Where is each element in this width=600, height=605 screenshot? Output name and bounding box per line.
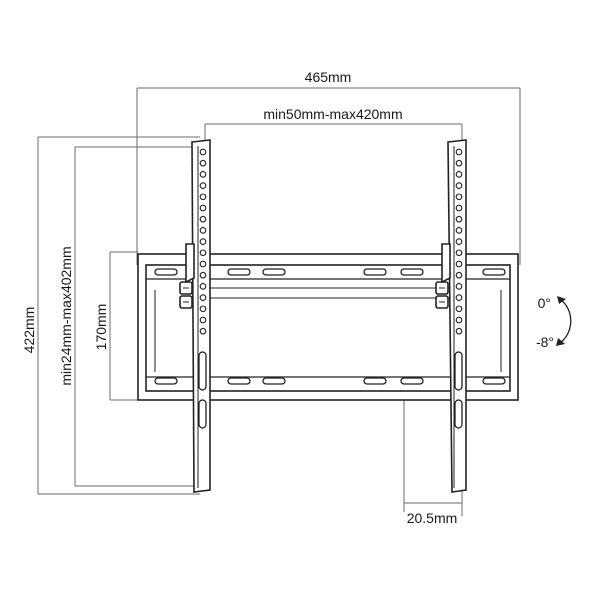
left-arm-hole: [199, 182, 207, 189]
plate-slot: [363, 268, 387, 276]
plate-slot: [400, 268, 424, 276]
right-bracket-arm: [435, 139, 467, 493]
left-arm-hole: [199, 294, 207, 301]
plate-slot: [262, 377, 286, 385]
depth-label: 20.5mm: [407, 510, 458, 526]
left-arm-hole: [199, 260, 207, 268]
left-arm-hole: [199, 215, 207, 223]
tilt-arrowhead-top: [557, 296, 566, 304]
left-arm-hole: [199, 171, 207, 178]
right-arm-hole: [455, 327, 463, 335]
right-arm-hole: [455, 294, 463, 301]
right-arm-hole: [455, 215, 463, 223]
plate-slot: [154, 377, 178, 385]
right-hook: [441, 243, 451, 284]
left-arm-hole: [199, 283, 207, 290]
right-arm-hole: [455, 159, 463, 167]
plate-slot: [262, 268, 286, 276]
overall-height-label: 422mm: [21, 307, 37, 354]
right-arm-hole: [455, 182, 463, 189]
left-arm-hole: [199, 271, 207, 279]
left-arm-holes: [199, 148, 207, 335]
left-arm-hole: [199, 159, 207, 167]
tilt-max-label: -8°: [536, 334, 554, 350]
right-arm-hole: [455, 193, 463, 201]
vesa-horizontal-label: min50mm-max420mm: [263, 106, 402, 122]
tilt-min-label: 0°: [538, 295, 551, 311]
plate-slot: [482, 268, 506, 276]
left-bracket-arm: [179, 139, 211, 493]
right-arm-hole: [455, 148, 463, 156]
plate-slot: [154, 268, 178, 276]
plate-slot: [227, 377, 251, 385]
left-arm-hole: [199, 305, 207, 313]
left-arm-safety-slot: [198, 399, 207, 429]
left-arm-hole: [199, 193, 207, 201]
left-hinge-knob: [179, 243, 195, 309]
right-arm-hole: [455, 227, 463, 234]
right-arm-hole: [455, 238, 463, 245]
left-arm-body: [191, 139, 211, 493]
overall-width-label: 465mm: [305, 69, 352, 85]
left-arm-hole: [199, 204, 207, 212]
tilt-arrow-icon: [556, 296, 572, 346]
right-arm-hole: [455, 260, 463, 268]
right-arm-hole: [455, 171, 463, 178]
plate-slot: [400, 377, 424, 385]
left-arm-hole: [199, 316, 207, 324]
plate-slot: [363, 377, 387, 385]
left-arm-hole: [199, 249, 207, 257]
right-arm-lower-slot: [454, 351, 463, 391]
left-arm-hole: [199, 327, 207, 335]
right-arm-holes: [455, 148, 463, 335]
plate-height-label: 170mm: [93, 304, 109, 351]
vesa-vertical-label: min24mm-max402mm: [58, 246, 74, 385]
right-arm-hole: [455, 305, 463, 313]
left-arm-lower-slot: [198, 351, 207, 391]
plate-slot: [482, 377, 506, 385]
tilt-arc: [560, 299, 572, 343]
left-arm-hole: [199, 227, 207, 234]
right-hinge-knob: [435, 243, 451, 309]
dimension-lines: [37, 87, 521, 516]
wall-plate-slots: [154, 268, 506, 385]
left-arm-hole: [199, 238, 207, 245]
left-arm-hole: [199, 148, 207, 156]
right-arm-hole: [455, 283, 463, 290]
right-arm-hole: [455, 249, 463, 257]
tilt-arrowhead-bottom: [556, 338, 565, 346]
right-arm-body: [447, 139, 467, 493]
plate-slot: [227, 268, 251, 276]
right-arm-hole: [455, 271, 463, 279]
right-arm-hole: [455, 204, 463, 212]
left-hook: [185, 243, 195, 284]
right-arm-safety-slot: [454, 399, 463, 429]
right-arm-hole: [455, 316, 463, 324]
